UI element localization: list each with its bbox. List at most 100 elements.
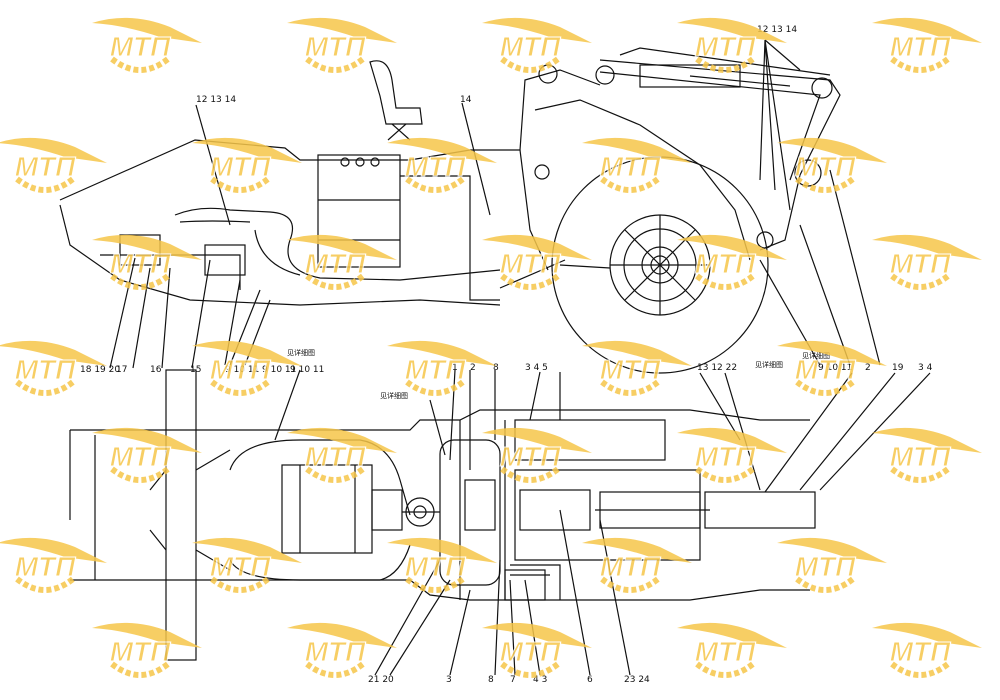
mtp-watermark-logo: МТП: [92, 622, 202, 678]
mtp-watermark-logo: МТП: [92, 427, 202, 483]
watermark-text: МТП: [15, 551, 76, 582]
callout-mid: 9 10 11: [818, 363, 852, 373]
watermark-text: МТП: [890, 441, 951, 472]
callout-top: 16: [150, 365, 162, 375]
mtp-watermark-logo: МТП: [387, 340, 497, 396]
mtp-watermark-logo: МТП: [192, 537, 302, 593]
callout-top: 15: [190, 365, 201, 375]
watermark-text: МТП: [305, 248, 366, 279]
callout-top: 17: [116, 365, 127, 375]
callout-bottom: 7: [510, 675, 516, 685]
watermark-text: МТП: [500, 248, 561, 279]
mtp-watermark-logo: МТП: [192, 340, 302, 396]
watermark-text: МТП: [405, 354, 466, 385]
watermark-text: МТП: [405, 151, 466, 182]
watermark-text: МТП: [305, 441, 366, 472]
watermark-text: МТП: [500, 441, 561, 472]
mtp-watermark-logo: МТП: [482, 427, 592, 483]
watermark-text: МТП: [305, 31, 366, 62]
watermark-text: МТП: [795, 551, 856, 582]
mtp-watermark-logo: МТП: [92, 17, 202, 73]
mtp-watermark-logo: МТП: [677, 622, 787, 678]
watermark-text: МТП: [15, 354, 76, 385]
callout-mid: 19: [892, 363, 904, 373]
mtp-watermark-logo: МТП: [677, 17, 787, 73]
watermark-text: МТП: [110, 636, 171, 667]
watermark-text: МТП: [795, 151, 856, 182]
callout-top: 14: [460, 95, 472, 105]
watermark-text: МТП: [110, 441, 171, 472]
mtp-watermark-logo: МТП: [582, 537, 692, 593]
mtp-watermark-logo: МТП: [287, 427, 397, 483]
mtp-watermark-logo: МТП: [872, 234, 982, 290]
watermark-text: МТП: [890, 636, 951, 667]
watermark-text: МТП: [600, 551, 661, 582]
mtp-watermark-logo: МТП: [287, 17, 397, 73]
watermark-text: МТП: [695, 636, 756, 667]
callout-bottom: 3: [446, 675, 452, 685]
watermark-text: МТП: [110, 31, 171, 62]
callout-top: 12 13 14: [196, 95, 236, 105]
callout-top: 9 10 11: [290, 365, 324, 375]
watermark-text: МТП: [695, 248, 756, 279]
watermark-text: МТП: [890, 248, 951, 279]
watermark-text: МТП: [695, 441, 756, 472]
detail-note: 见详细图: [380, 391, 408, 400]
callout-mid: 2: [470, 363, 476, 373]
callout-mid: 13 12 22: [697, 363, 737, 373]
mtp-watermark-logo: МТП: [0, 137, 107, 193]
callout-top: 18 19 20: [80, 365, 120, 375]
mtp-watermark-logo: МТП: [777, 537, 887, 593]
callout-top: 9 10 11: [262, 365, 296, 375]
mtp-watermark-logo: МТП: [582, 137, 692, 193]
callout-bottom: 6: [587, 675, 593, 685]
watermark-text: МТП: [405, 551, 466, 582]
callout-labels: 12 13 14 14 18 19 20 17 16 15 9 10 11 9 …: [80, 25, 933, 685]
callout-top: 12 13 14: [757, 25, 797, 35]
mtp-watermark-logo: МТП: [287, 234, 397, 290]
mtp-watermark-logo: МТП: [677, 234, 787, 290]
cross-member: [165, 369, 197, 661]
watermark-text: МТП: [500, 636, 561, 667]
mtp-watermark-logo: МТП: [677, 427, 787, 483]
watermark-text: МТП: [305, 636, 366, 667]
watermark-text: МТП: [110, 248, 171, 279]
seat-drawing: [369, 60, 423, 141]
callout-mid: 1: [452, 363, 458, 373]
watermark-text: МТП: [600, 354, 661, 385]
callout-bottom: 23 24: [624, 675, 650, 685]
mtp-watermark-logo: МТП: [872, 622, 982, 678]
watermark-text: МТП: [210, 551, 271, 582]
watermark-text: МТП: [210, 151, 271, 182]
detail-note: 见详细图: [802, 351, 830, 360]
watermark-text: МТП: [695, 31, 756, 62]
detail-note: 见详细图: [755, 360, 783, 369]
watermark-text: МТП: [210, 354, 271, 385]
watermark-text: МТП: [795, 354, 856, 385]
callout-bottom: 8: [488, 675, 494, 685]
watermark-layer: МТП МТП МТП МТП МТП МТП МТП МТП МТП МТП МТП МТП МТП М…: [0, 17, 982, 678]
mtp-watermark-logo: МТП: [92, 234, 202, 290]
watermark-text: МТП: [890, 31, 951, 62]
tank-box: [317, 154, 401, 268]
callout-mid: 3 4 5: [525, 363, 548, 373]
watermark-text: МТП: [15, 151, 76, 182]
callout-mid: 3 4: [918, 363, 933, 373]
mtp-watermark-logo: МТП: [387, 537, 497, 593]
hydraulic-cylinder: [704, 491, 816, 529]
mtp-watermark-logo: МТП: [192, 137, 302, 193]
mtp-watermark-logo: МТП: [482, 234, 592, 290]
watermark-text: МТП: [600, 151, 661, 182]
detail-note: 见详细图: [287, 348, 315, 357]
mtp-watermark-logo: МТП: [582, 340, 692, 396]
mtp-watermark-logo: МТП: [777, 340, 887, 396]
mtp-watermark-logo: МТП: [387, 137, 497, 193]
mtp-watermark-logo: МТП: [777, 137, 887, 193]
mtp-watermark-logo: МТП: [0, 340, 107, 396]
mtp-watermark-logo: МТП: [482, 17, 592, 73]
watermark-text: МТП: [500, 31, 561, 62]
mtp-watermark-logo: МТП: [872, 427, 982, 483]
callout-mid: 2: [865, 363, 871, 373]
